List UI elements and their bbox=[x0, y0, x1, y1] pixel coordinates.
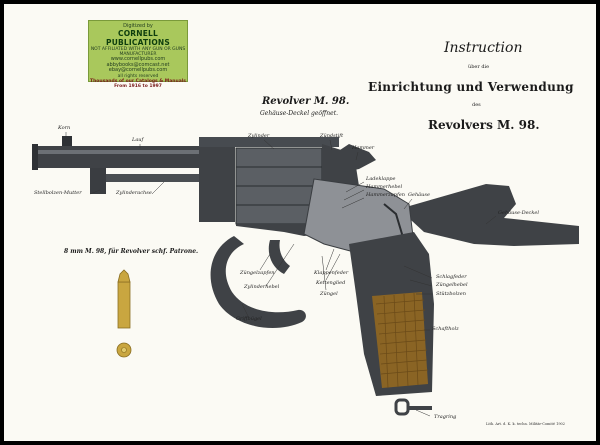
barrel-highlight bbox=[34, 150, 206, 154]
label-zuengel: Züngel bbox=[320, 291, 338, 297]
grip-wood bbox=[372, 292, 428, 388]
barrel bbox=[34, 146, 206, 168]
cartridge-caption: 8 mm M. 98, für Revolver schf. Patrone. bbox=[64, 248, 199, 255]
label-zylinderachse: Zylinderachse bbox=[116, 190, 152, 196]
label-ladeklappe: Ladeklappe bbox=[366, 176, 396, 182]
open-side-plate bbox=[399, 184, 579, 246]
title-des: des bbox=[472, 102, 481, 108]
stamp-line: Digitized by bbox=[123, 23, 153, 29]
cylinder-axis-rod bbox=[92, 174, 204, 182]
label-zuendstift: Zündstift bbox=[320, 133, 344, 139]
label-griffbuegel: Griffbügel bbox=[236, 316, 262, 322]
label-schlagfeder: Schlagfeder bbox=[436, 274, 467, 280]
label-kettenglied: Kettenglied bbox=[316, 280, 346, 286]
label-stellbolzen-mutter: Stellbolzen-Mutter bbox=[34, 190, 82, 196]
stamp-line: Thousands of our Catalogs & Manuals bbox=[90, 78, 186, 84]
label-zylinderhebel: Zylinderhebel bbox=[244, 284, 280, 290]
label-klappenfeder: Klappenfeder bbox=[314, 270, 349, 276]
lithograph-imprint: Lith. Art. d. K. k. techn. Militär-Comit… bbox=[486, 422, 565, 426]
diagram-subtitle: Revolver M. 98. bbox=[262, 96, 350, 107]
diagram-subtitle-note: Gehäuse-Deckel geöffnet. bbox=[260, 110, 339, 117]
lanyard-ring bbox=[394, 398, 410, 416]
label-zylinder: Zylinder bbox=[248, 133, 270, 139]
label-hammerzapfen: Hammerzapfen bbox=[366, 192, 406, 198]
label-lauf: Lauf bbox=[132, 137, 144, 143]
frame-front bbox=[199, 140, 235, 222]
label-tragring: Tragring bbox=[434, 414, 457, 420]
title-revolver: Revolvers M. 98. bbox=[428, 118, 540, 132]
cartridge-case bbox=[117, 281, 131, 329]
stamp-email: ebay@cornellpubs.com bbox=[108, 67, 168, 74]
rod-nut bbox=[90, 168, 106, 194]
label-stuetzbolzen: Stützbolzen bbox=[436, 291, 466, 297]
trigger-guard bbox=[210, 236, 306, 328]
stamp-brand: CORNELL PUBLICATIONS bbox=[106, 29, 170, 47]
stamp-email: abbybooks@comcast.net bbox=[106, 61, 170, 68]
title-instruction: Instruction bbox=[444, 40, 523, 56]
frame-top bbox=[199, 137, 339, 147]
label-gehaeuse: Gehäuse bbox=[408, 192, 430, 198]
label-zuengelhebel: Züngelhebel bbox=[436, 282, 468, 288]
title-ueber: über die bbox=[468, 64, 490, 70]
stamp-line: all rights reserved bbox=[117, 73, 159, 79]
cartridge-bullet bbox=[117, 269, 131, 283]
publisher-stamp: Digitized by CORNELL PUBLICATIONS NOT AF… bbox=[88, 20, 188, 89]
revolver-illustration bbox=[32, 132, 579, 417]
stamp-line: From 1916 to 1997 bbox=[114, 83, 162, 89]
stamp-website: www.cornellpubs.com bbox=[110, 56, 166, 62]
hammer bbox=[334, 144, 376, 172]
title-main: Einrichtung und Verwendung bbox=[368, 80, 574, 94]
label-hammer: Hammer bbox=[352, 145, 375, 151]
label-hammerhebel: Hammerhebel bbox=[366, 184, 403, 190]
trigger bbox=[268, 240, 290, 274]
label-schaftholz: Schaftholz bbox=[432, 326, 459, 332]
label-korn: Korn bbox=[58, 125, 71, 131]
plate: Digitized by CORNELL PUBLICATIONS NOT AF… bbox=[4, 4, 596, 441]
front-sight bbox=[62, 136, 72, 146]
barrel-muzzle bbox=[32, 144, 38, 170]
stamp-line: NOT AFFILIATED WITH ANY GUN OR GUNS MANU… bbox=[90, 47, 186, 57]
label-gehaeuse-deckel: Gehäuse-Deckel bbox=[498, 210, 539, 216]
label-zuengelzapfen: Züngelzapfen bbox=[240, 270, 275, 276]
